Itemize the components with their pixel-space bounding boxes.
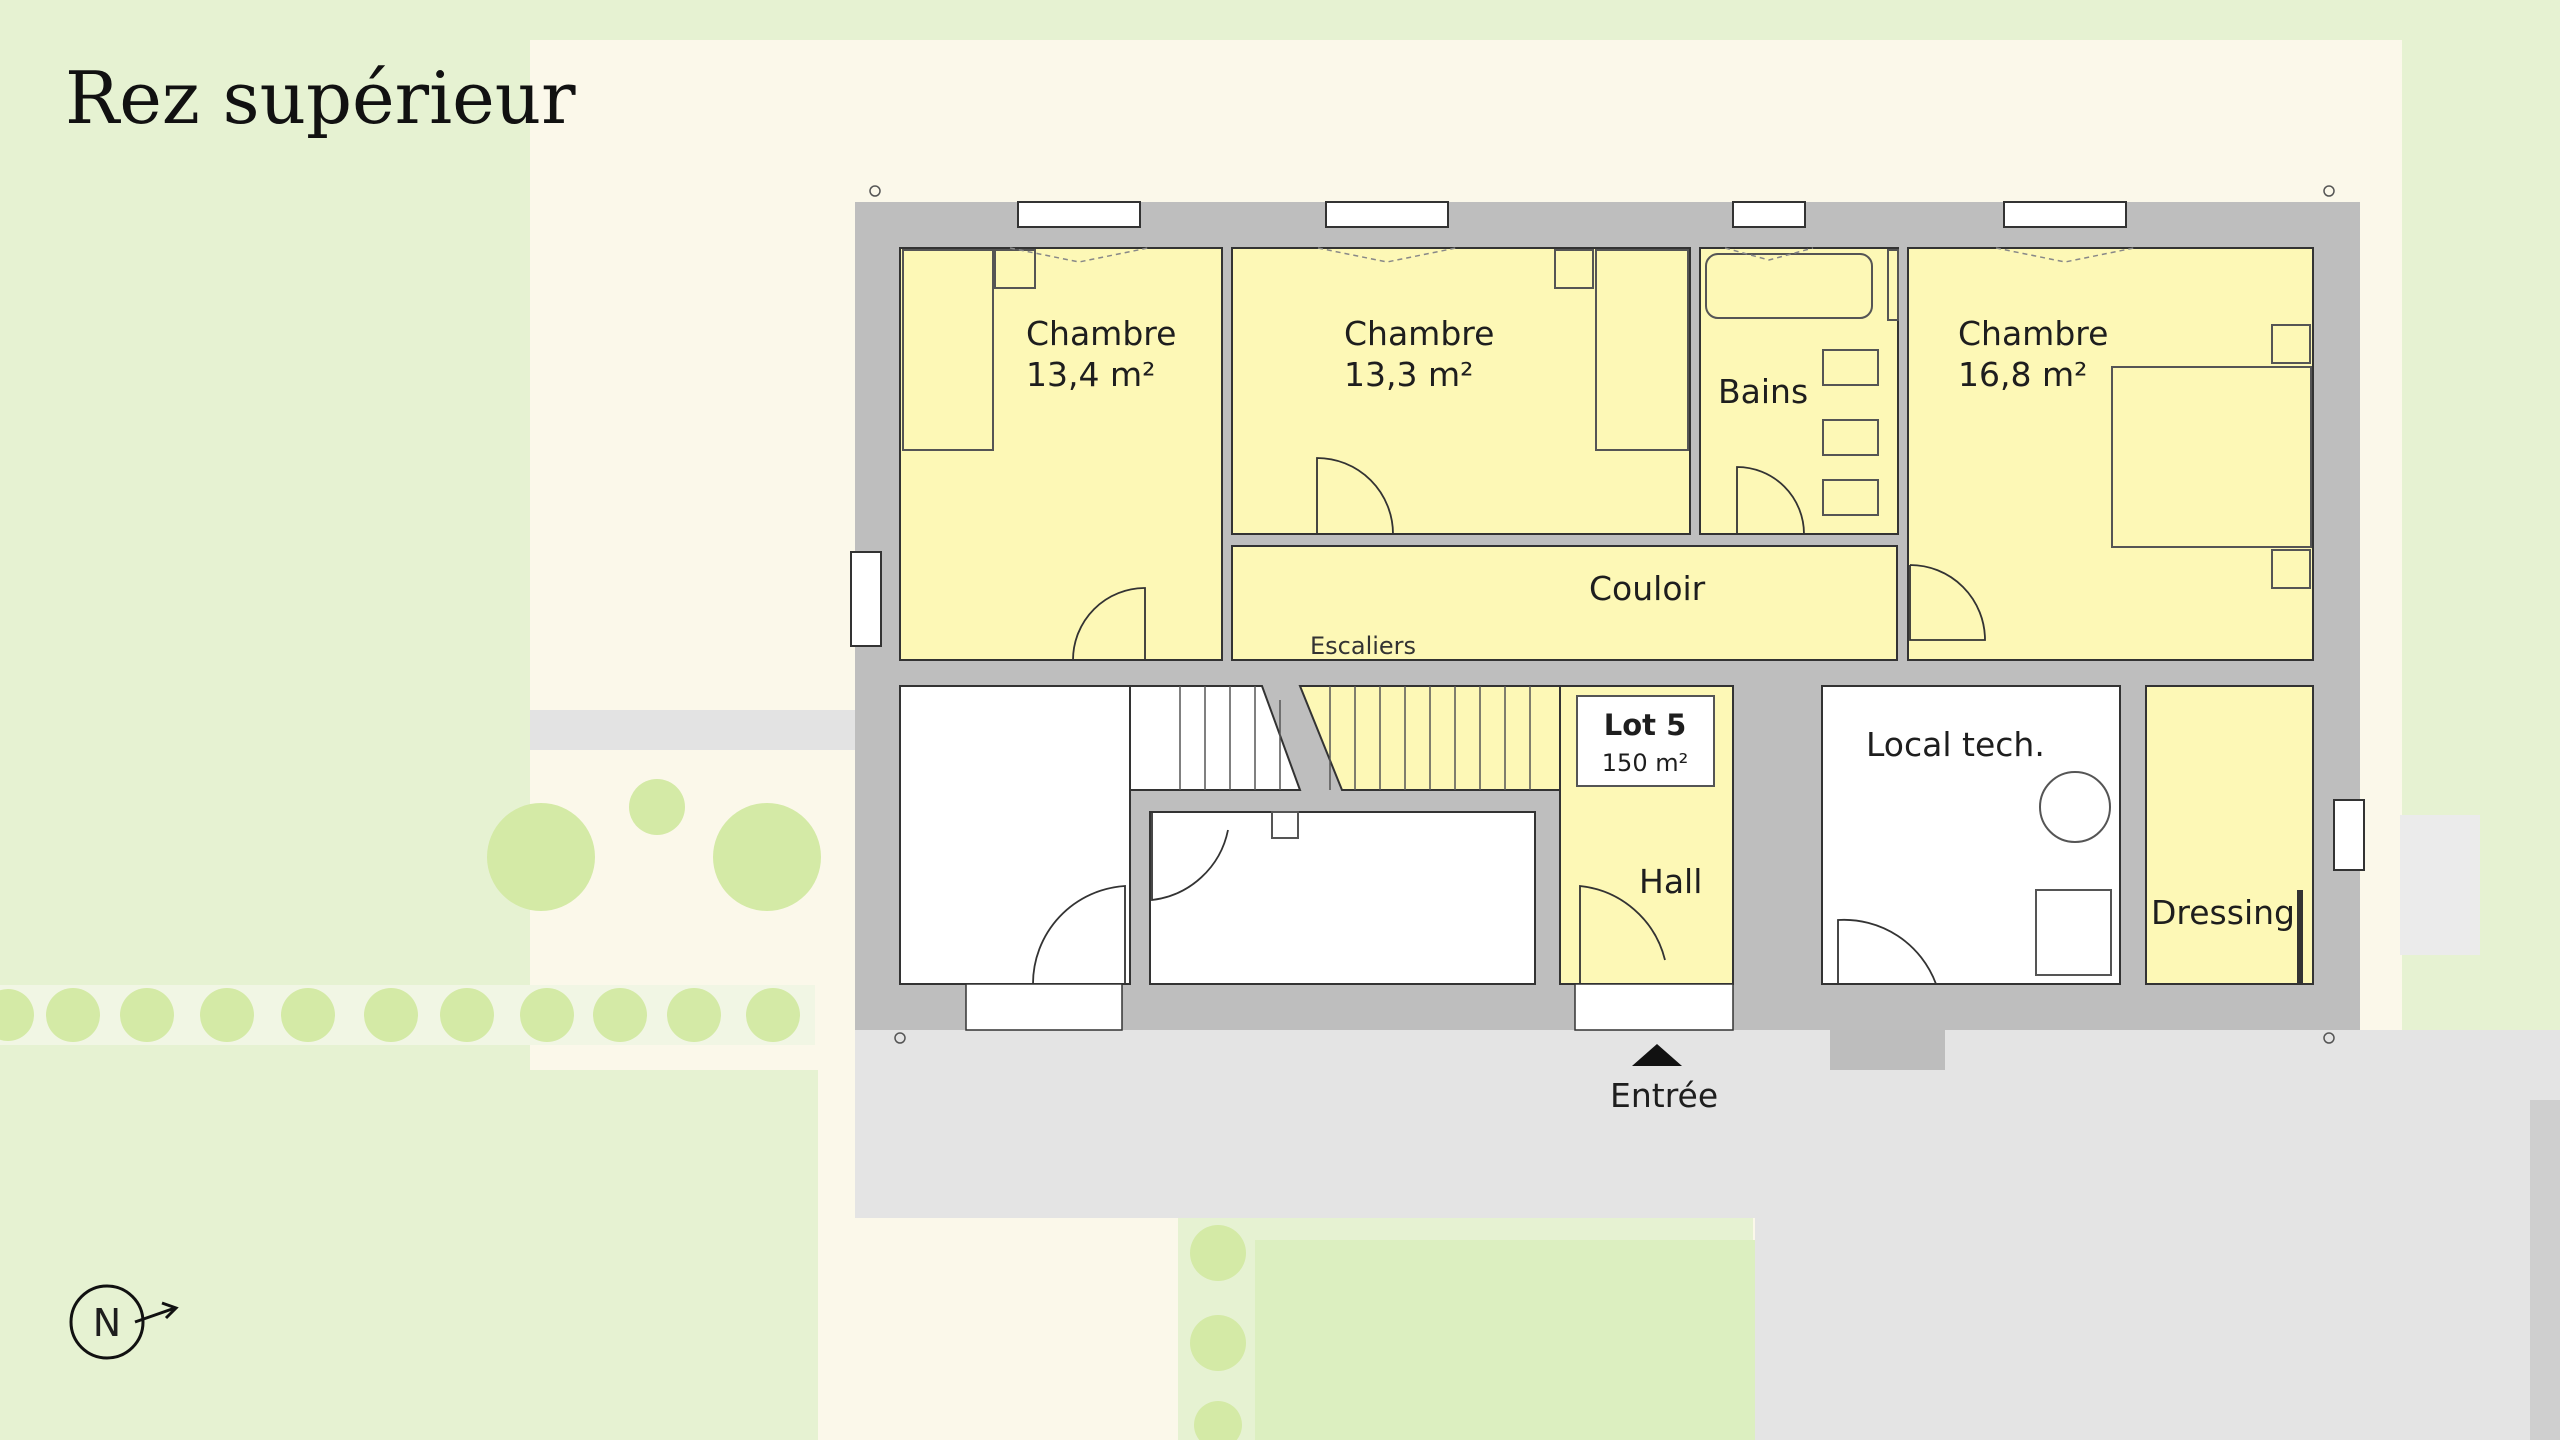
label-escaliers: Escaliers	[1310, 632, 1416, 660]
bed-chambre-3	[2111, 366, 2312, 548]
label-bains: Bains	[1718, 372, 1808, 411]
lot-box	[1576, 695, 1715, 787]
label-hall: Hall	[1639, 862, 1702, 901]
window-4	[2003, 201, 2127, 228]
boiler-icon	[2039, 771, 2111, 843]
area-chambre-2: 13,3 m²	[1344, 355, 1473, 394]
stair-neighbor	[1129, 685, 1302, 791]
bed-chambre-1	[902, 249, 994, 451]
paved-entrance	[855, 1030, 1755, 1218]
window-west	[850, 551, 882, 647]
door-hall	[1579, 885, 1666, 984]
door-chambre-1	[1072, 587, 1146, 661]
side-steps	[2400, 815, 2480, 955]
lot-name: Lot 5	[1604, 708, 1687, 742]
door-neighbor-middle	[1151, 812, 1229, 902]
window-2	[1325, 201, 1449, 228]
page-title: Rez supérieur	[65, 56, 576, 140]
window-east	[2333, 799, 2365, 871]
label-dressing: Dressing	[2151, 893, 2295, 932]
window-1	[1017, 201, 1141, 228]
window-3	[1732, 201, 1806, 228]
bed-chambre-2	[1595, 249, 1689, 451]
compass-circle	[69, 1284, 145, 1360]
room-neighbor-middle	[1149, 811, 1536, 985]
label-entree: Entrée	[1610, 1076, 1718, 1115]
label-chambre-2: Chambre	[1344, 314, 1494, 353]
parking	[1755, 1030, 2560, 1440]
room-neighbor-left	[899, 685, 1131, 985]
entrance-arrow-icon	[1632, 1044, 1682, 1066]
room-chambre-1	[899, 247, 1223, 661]
area-chambre-1: 13,4 m²	[1026, 355, 1155, 394]
room-chambre-3	[1907, 247, 2314, 661]
room-chambre-2	[1231, 247, 1691, 535]
room-local-tech	[1821, 685, 2121, 985]
compass-letter: N	[93, 1301, 121, 1345]
threshold	[1830, 1030, 1945, 1070]
door-chambre-3	[1909, 564, 1986, 641]
room-bains	[1699, 247, 1899, 535]
label-chambre-1: Chambre	[1026, 314, 1176, 353]
lawn-plot	[1255, 1240, 1755, 1440]
opening-neighbor	[965, 983, 1123, 1031]
door-bains	[1736, 466, 1805, 535]
door-local-tech	[1837, 918, 1937, 985]
trees	[0, 779, 1246, 1440]
compass	[69, 1284, 179, 1360]
door-neighbor-left	[1032, 885, 1126, 985]
lot-area: 150 m²	[1602, 749, 1688, 777]
room-dressing	[2145, 685, 2314, 985]
opening-entrance	[1574, 983, 1734, 1031]
label-chambre-3: Chambre	[1958, 314, 2108, 353]
door-chambre-2	[1316, 457, 1394, 535]
label-couloir: Couloir	[1589, 569, 1706, 608]
ledge	[530, 710, 855, 750]
side-wall	[2530, 1100, 2560, 1440]
room-couloir	[1231, 545, 1898, 661]
north-arrow-icon	[134, 1306, 176, 1324]
label-local-tech: Local tech.	[1866, 725, 2045, 764]
area-chambre-3: 16,8 m²	[1958, 355, 2087, 394]
